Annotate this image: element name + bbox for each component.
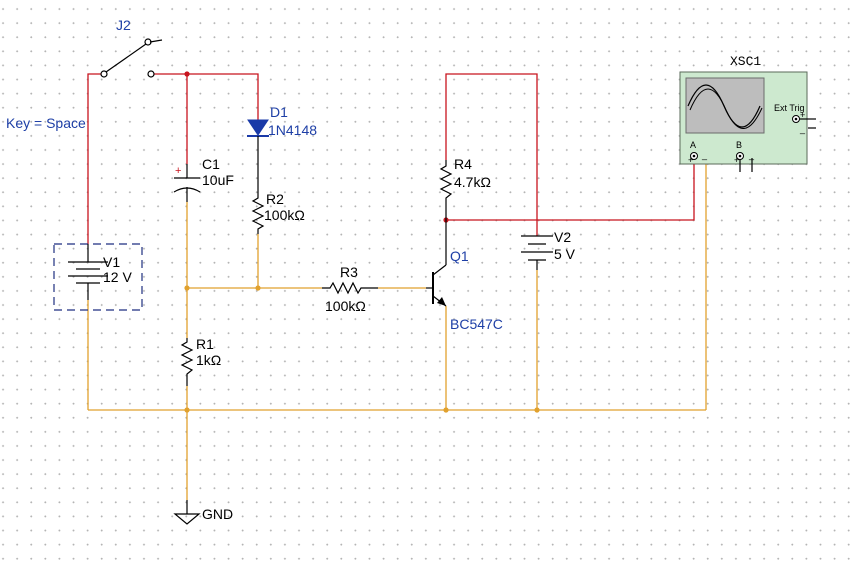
c1-polarity-mark: + <box>175 165 181 177</box>
r3-value-label: 100kΩ <box>325 298 366 314</box>
svg-text:_: _ <box>799 124 806 134</box>
scope-screen <box>685 77 765 134</box>
svg-text:+: + <box>734 155 739 165</box>
battery-v2[interactable]: V2 5 V <box>521 229 576 270</box>
channel-a-label: A <box>690 140 696 150</box>
c1-ref-label: C1 <box>202 156 220 172</box>
v1-value-label: 12 V <box>103 269 132 285</box>
q1-ref-label: Q1 <box>450 248 469 264</box>
v2-ref-label: V2 <box>554 229 571 245</box>
r2-ref-label: R2 <box>266 191 284 207</box>
q1-value-label: BC547C <box>450 316 503 332</box>
switch-key-label: Key = Space <box>6 115 86 131</box>
svg-text:_: _ <box>701 150 708 160</box>
diode-d1[interactable]: D1 1N4148 <box>247 104 317 193</box>
scope-ref-label: XSC1 <box>730 54 761 69</box>
oscilloscope-xsc1[interactable]: XSC1 Ext Trig + _ A + _ B + _ <box>679 54 816 172</box>
r3-ref-label: R3 <box>340 264 358 280</box>
ground-symbol: GND <box>173 500 233 525</box>
ext-trig-label: Ext Trig <box>774 103 805 113</box>
v2-value-label: 5 V <box>554 246 576 262</box>
r1-ref-label: R1 <box>196 336 214 352</box>
svg-text:+: + <box>688 155 693 165</box>
channel-b-label: B <box>736 140 742 150</box>
supply-wires <box>87 71 695 244</box>
c1-value-label: 10uF <box>202 172 234 188</box>
d1-ref-label: D1 <box>270 104 288 120</box>
transistor-q1[interactable]: Q1 BC547C <box>426 220 503 332</box>
capacitor-c1[interactable]: + C1 10uF <box>173 156 234 202</box>
ground-label: GND <box>202 506 233 522</box>
d1-value-label: 1N4148 <box>268 122 317 138</box>
r2-value-label: 100kΩ <box>264 207 305 223</box>
resistor-r3[interactable]: R3 100kΩ <box>322 264 378 314</box>
resistor-r1[interactable]: R1 1kΩ <box>180 336 221 386</box>
battery-v1[interactable]: V1 12 V <box>53 243 143 311</box>
switch-ref-label: J2 <box>116 17 131 33</box>
r1-value-label: 1kΩ <box>196 352 221 368</box>
resistor-r4[interactable]: R4 4.7kΩ <box>439 156 491 220</box>
ground-wires <box>87 160 707 500</box>
r4-value-label: 4.7kΩ <box>454 174 491 190</box>
r4-ref-label: R4 <box>454 156 472 172</box>
v1-ref-label: V1 <box>103 254 120 270</box>
switch-j2[interactable]: J2 Key = Space <box>6 17 163 131</box>
svg-text:_: _ <box>748 150 755 160</box>
resistor-r2[interactable]: R2 100kΩ <box>251 191 305 234</box>
svg-text:+: + <box>800 110 805 120</box>
